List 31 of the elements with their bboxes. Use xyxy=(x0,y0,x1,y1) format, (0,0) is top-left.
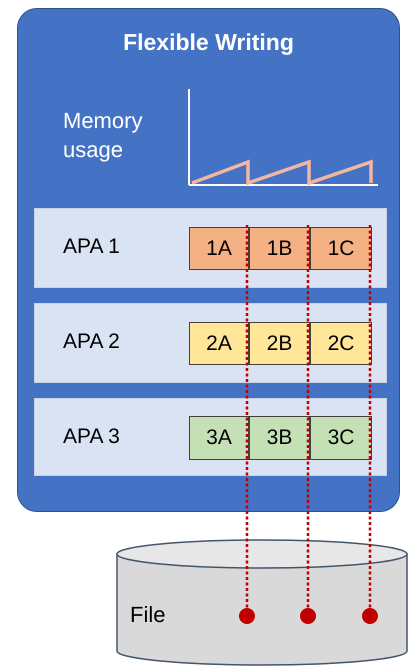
data-block xyxy=(249,416,310,460)
dotted-connector xyxy=(368,225,372,608)
dotted-connector xyxy=(246,225,248,608)
data-block xyxy=(189,227,249,270)
process-row xyxy=(34,303,387,383)
process-row xyxy=(34,398,387,476)
row-label: APA 2 xyxy=(63,330,120,354)
container-panel xyxy=(17,8,400,512)
data-block xyxy=(189,322,249,365)
data-block xyxy=(310,322,372,365)
block-label: 3B xyxy=(266,426,294,450)
block-label: 1C xyxy=(326,237,356,261)
process-row xyxy=(34,208,387,288)
file-label: File xyxy=(130,602,166,628)
dotted-connector xyxy=(306,225,310,608)
block-label: 2C xyxy=(326,332,356,356)
block-label: 2B xyxy=(266,332,294,356)
row-label: APA 1 xyxy=(63,235,120,259)
data-block xyxy=(249,227,310,270)
data-block xyxy=(310,416,372,460)
block-label: 2A xyxy=(205,332,233,356)
data-block xyxy=(249,322,310,365)
data-block xyxy=(189,416,249,460)
data-block xyxy=(310,227,372,270)
block-label: 3C xyxy=(326,426,356,450)
panel-title: Flexible Writing xyxy=(122,29,295,56)
chart-label: Memory usage xyxy=(63,107,144,164)
row-label: APA 3 xyxy=(63,425,120,449)
block-label: 1A xyxy=(205,237,233,261)
block-label: 3A xyxy=(205,426,233,450)
block-label: 1B xyxy=(266,237,294,261)
